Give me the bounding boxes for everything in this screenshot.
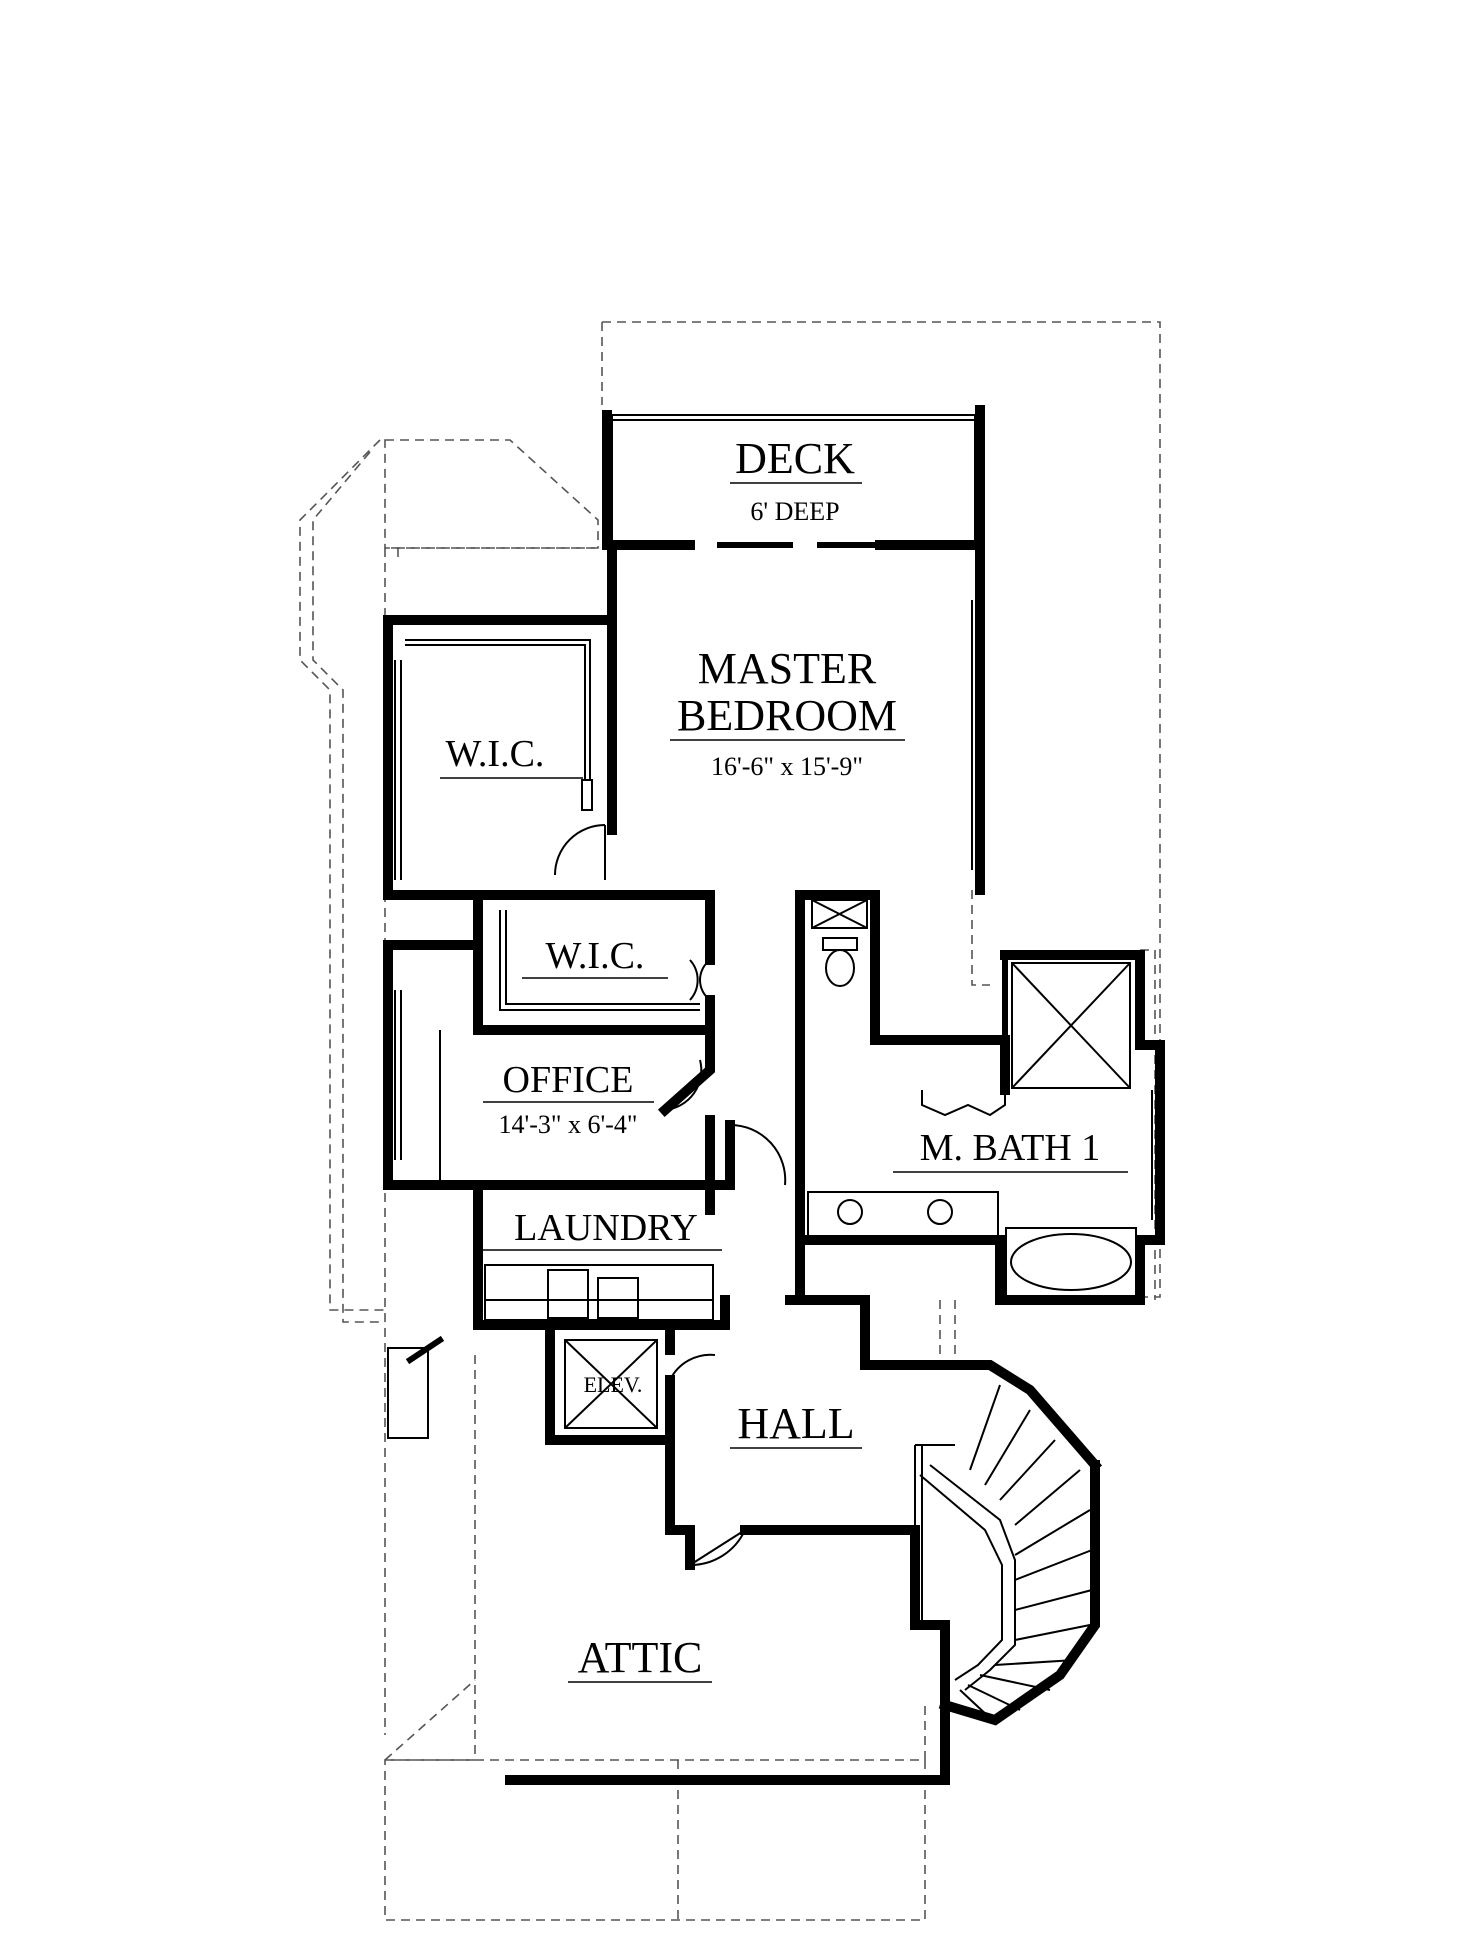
fixtures bbox=[405, 639, 1137, 1719]
wic-upper-name: W.I.C. bbox=[446, 733, 545, 775]
master-bedroom-name-line2: BEDROOM bbox=[677, 691, 897, 740]
wic-lower-name: W.I.C. bbox=[546, 935, 645, 977]
laundry-name: LAUNDRY bbox=[514, 1207, 698, 1249]
walls bbox=[383, 405, 1165, 1785]
deck-dimension: 6' DEEP bbox=[750, 497, 839, 526]
hall-name: HALL bbox=[737, 1399, 854, 1448]
door-swings bbox=[554, 824, 787, 1567]
room-labels: DECK 6' DEEP MASTER BEDROOM 16'-6" x 15'… bbox=[440, 434, 1128, 1683]
attic-name: ATTIC bbox=[578, 1633, 703, 1682]
windows bbox=[387, 660, 1153, 1785]
office-dimension: 14'-3" x 6'-4" bbox=[499, 1110, 638, 1139]
master-bedroom-name-line1: MASTER bbox=[698, 644, 877, 693]
master-bath-name: M. BATH 1 bbox=[920, 1127, 1101, 1169]
deck-name: DECK bbox=[735, 434, 855, 483]
master-bedroom-dimension: 16'-6" x 15'-9" bbox=[711, 752, 863, 781]
office-name: OFFICE bbox=[503, 1059, 634, 1101]
elevator-name: ELEV. bbox=[584, 1372, 643, 1397]
